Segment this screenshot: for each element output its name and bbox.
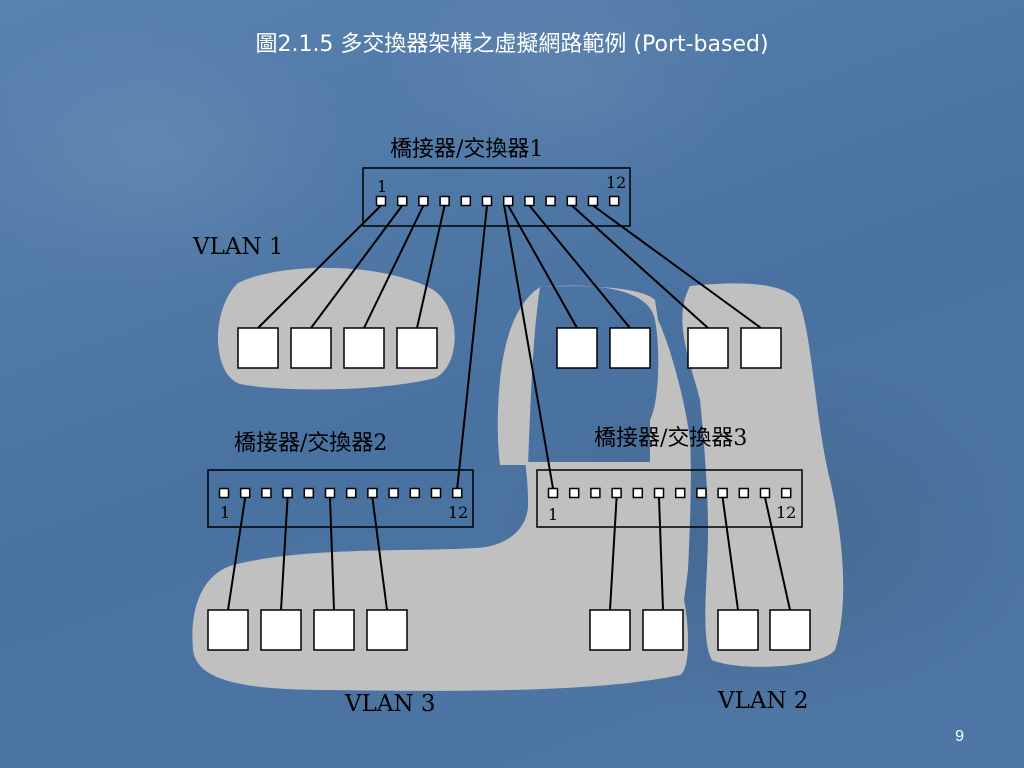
switch-3-port-last: 12 bbox=[776, 503, 796, 522]
switch-1-port-11 bbox=[587, 195, 599, 207]
switch-1-host-link-5 bbox=[507, 205, 578, 329]
switch-2-port-first: 1 bbox=[220, 503, 230, 522]
switch-2-host-link-3 bbox=[329, 497, 335, 611]
switch-1-host-2 bbox=[290, 327, 332, 369]
trunk-link-switch1-switch3 bbox=[503, 205, 554, 489]
switch-1-port-3 bbox=[418, 195, 429, 207]
switch-3-port-4 bbox=[611, 487, 622, 499]
switch-2-host-link-2 bbox=[280, 497, 289, 611]
vlan3-region bbox=[192, 285, 691, 691]
switch-1-host-5 bbox=[556, 327, 598, 369]
switch-2-body bbox=[207, 469, 474, 528]
switch-1-port-8 bbox=[524, 195, 535, 207]
switch-2-port-9 bbox=[388, 487, 399, 499]
switch-2-host-link-4 bbox=[371, 497, 388, 611]
switch-1-host-6 bbox=[609, 327, 651, 369]
switch-1-host-3 bbox=[343, 327, 385, 369]
switch-1-host-link-8 bbox=[592, 204, 762, 329]
switch-1-port-12 bbox=[608, 195, 620, 207]
switch-1-host-8 bbox=[740, 327, 782, 369]
switch-3-port-6 bbox=[653, 487, 665, 499]
slide-title: 圖2.1.5 多交換器架構之虛擬網路範例 (Port-based) bbox=[255, 32, 769, 57]
switch-2-port-8 bbox=[367, 487, 378, 499]
switch-3-port-8 bbox=[696, 487, 707, 499]
vlan2-label: VLAN 2 bbox=[717, 688, 809, 714]
switch-2-port-3 bbox=[261, 487, 272, 499]
switch-1-port-10 bbox=[566, 195, 578, 207]
vlan3-label: VLAN 3 bbox=[344, 691, 436, 717]
vlan2-region bbox=[682, 283, 844, 667]
trunk-link-switch1-switch2 bbox=[456, 205, 488, 489]
switch-3-port-1 bbox=[547, 487, 559, 499]
switch-1-host-4 bbox=[396, 327, 438, 369]
switch-1-port-7 bbox=[502, 195, 514, 207]
switch-1-host-link-4 bbox=[416, 205, 446, 329]
switch-1-body bbox=[362, 167, 631, 227]
switch-3-port-first: 1 bbox=[548, 505, 558, 524]
switch-3-port-12 bbox=[780, 487, 792, 499]
switch-2-host-2 bbox=[260, 609, 302, 651]
switch-3-host-link-3 bbox=[721, 497, 739, 611]
switch-1-host-link-2 bbox=[310, 204, 404, 329]
switch-2-port-last: 12 bbox=[448, 503, 468, 522]
switch-2-port-1 bbox=[218, 487, 230, 499]
switch-1-host-link-6 bbox=[528, 204, 631, 329]
switch-2-port-12 bbox=[451, 487, 463, 499]
switch-1-label: 橋接器/交換器1 bbox=[390, 137, 543, 162]
switch-1-host-link-1 bbox=[257, 204, 382, 329]
switch-3-host-4 bbox=[769, 609, 811, 651]
switch-2-port-10 bbox=[409, 487, 421, 499]
switch-1-port-1 bbox=[375, 195, 387, 207]
switch-1-port-6 bbox=[481, 195, 493, 207]
switch-3-port-9 bbox=[717, 487, 728, 499]
switch-3-label: 橋接器/交換器3 bbox=[594, 426, 747, 451]
switch-3-port-5 bbox=[632, 487, 644, 499]
vlan1-label: VLAN 1 bbox=[192, 234, 284, 260]
switch-2-port-7 bbox=[345, 487, 357, 499]
switch-2-label: 橋接器/交換器2 bbox=[234, 431, 387, 456]
switch-1-port-last: 12 bbox=[606, 173, 626, 192]
switch-1-host-7 bbox=[687, 327, 729, 369]
switch-3-body bbox=[536, 469, 803, 528]
switch-2-host-3 bbox=[313, 609, 355, 651]
switch-2-port-2 bbox=[239, 487, 251, 499]
switch-2-host-1 bbox=[207, 609, 249, 651]
switch-3-host-3 bbox=[717, 609, 759, 651]
switch-3-port-7 bbox=[674, 487, 686, 499]
switch-3-host-link-2 bbox=[658, 497, 664, 611]
switch-1-host-link-7 bbox=[571, 204, 709, 329]
switch-1-port-4 bbox=[439, 195, 450, 207]
page-number: 9 bbox=[955, 728, 964, 745]
switch-2: 橋接器/交換器2 1 12 bbox=[207, 431, 474, 528]
switch-1-port-first: 1 bbox=[377, 177, 387, 196]
switch-3-port-3 bbox=[590, 487, 601, 499]
switch-2-port-6 bbox=[324, 487, 336, 499]
switch-2-port-4 bbox=[282, 487, 293, 499]
switch-2-host-4 bbox=[366, 609, 408, 651]
switch-3-host-link-1 bbox=[609, 497, 618, 611]
switch-2-port-5 bbox=[303, 487, 315, 499]
switch-3: 橋接器/交換器3 1 12 bbox=[536, 426, 803, 528]
switch-3-host-2 bbox=[642, 609, 684, 651]
switch-1-port-9 bbox=[545, 195, 556, 207]
switch-2-port-11 bbox=[430, 487, 442, 499]
switch-1-port-5 bbox=[460, 195, 472, 207]
switch-1-host-1 bbox=[237, 327, 279, 369]
switch-3-port-2 bbox=[568, 487, 580, 499]
switch-3-port-10 bbox=[738, 487, 750, 499]
switch-3-host-link-4 bbox=[764, 497, 791, 611]
switch-2-host-link-1 bbox=[227, 497, 247, 611]
switch-3-port-11 bbox=[759, 487, 771, 499]
switch-3-host-1 bbox=[589, 609, 631, 651]
switch-1-port-2 bbox=[396, 195, 408, 207]
switch-1: 橋接器/交換器1 1 12 bbox=[362, 137, 631, 227]
switch-1-host-link-3 bbox=[363, 205, 425, 329]
